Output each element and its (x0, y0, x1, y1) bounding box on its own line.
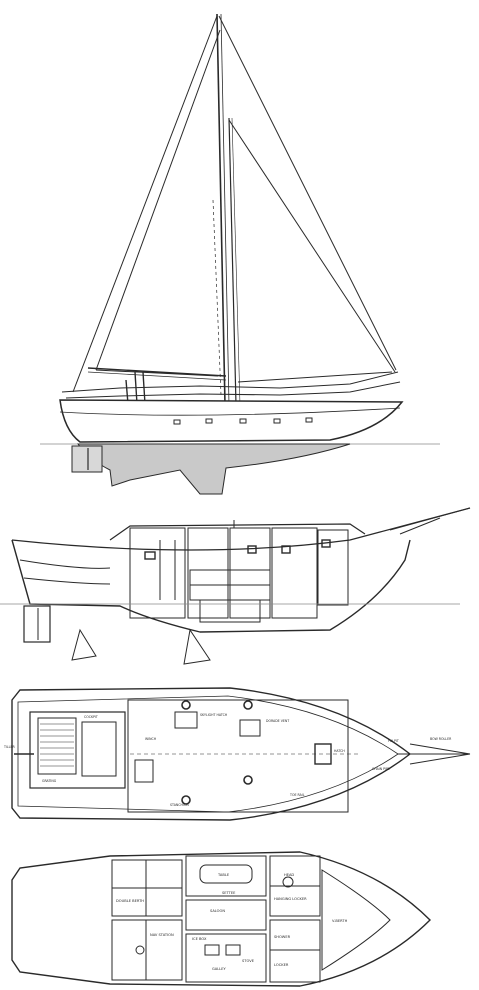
deck-label-dorade: DORADE VENT (266, 719, 289, 723)
deck-label-skylight: SKYLIGHT HATCH (200, 713, 228, 717)
accom-label-head: HEAD (284, 873, 294, 877)
profile-hull (11, 539, 411, 633)
accom-label-double-berth: DOUBLE BERTH (116, 899, 144, 903)
deck-label-chain-pipe: CHAIN PIPE (372, 767, 390, 771)
mast (216, 13, 226, 406)
rudder (71, 445, 103, 473)
accom-label-v-berth: V-BERTH (332, 919, 348, 923)
cockpit (29, 711, 126, 789)
deck-label-toe-rail: TOE RAIL (289, 793, 305, 797)
accom-label-table: TABLE (217, 873, 230, 877)
accom-label-settee: SETTEE (222, 891, 236, 895)
accom-label-hanging-locker: HANGING LOCKER (274, 897, 307, 901)
underwater-hull (76, 443, 351, 495)
deck-label-hatch: HATCH (334, 749, 345, 753)
hull-topsides (59, 399, 404, 443)
accom-label-stove: STOVE (242, 959, 255, 963)
inboard-profile-view (0, 507, 471, 665)
deck-label-tiller: TILLER (3, 745, 15, 749)
deck-label-cockpit: COCKPIT (84, 715, 98, 719)
deck-label-pulpit: PULPIT (388, 739, 399, 743)
accom-label-locker: LOCKER (274, 963, 289, 967)
accom-label-ice-box: ICE BOX (192, 937, 207, 941)
deck-label-winch: WINCH (145, 737, 157, 741)
sail-plan-view (40, 13, 440, 495)
forestay (72, 15, 218, 393)
accommodation-outline (11, 851, 431, 987)
backstay (218, 15, 397, 371)
accommodation-plan-view: DOUBLE BERTH SALOON GALLEY HEAD HANGING … (11, 851, 431, 987)
accom-label-saloon: SALOON (210, 909, 225, 913)
boom (87, 367, 227, 377)
deck-label-stanchion: STANCHION (170, 803, 189, 807)
deck-plan-view: SKYLIGHT HATCH DORADE VENT WINCH HATCH G… (3, 687, 471, 821)
deck-label-bow-roller: BOW ROLLER (430, 737, 452, 741)
deck-label-grating: GRATING (42, 779, 57, 783)
accom-label-nav-station: NAV STATION (150, 933, 174, 937)
accom-label-galley: GALLEY (212, 967, 227, 971)
accom-label-shower: SHOWER (274, 935, 291, 939)
